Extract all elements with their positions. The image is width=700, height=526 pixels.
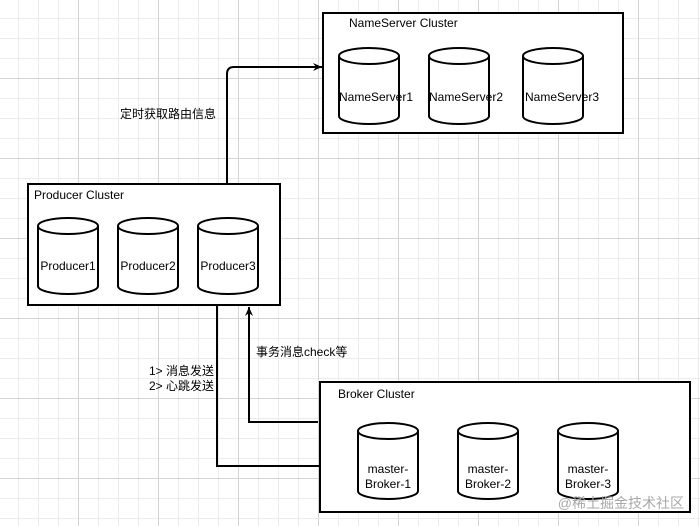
nameserver-label: NameServer2 bbox=[429, 90, 503, 104]
nameserver-node: NameServer1 bbox=[338, 47, 413, 125]
nameserver-cluster: NameServer Cluster NameServer1 NameServe… bbox=[322, 12, 624, 134]
watermark: @稀土掘金技术社区 bbox=[558, 495, 684, 511]
producer-node: Producer1 bbox=[37, 217, 99, 295]
producer-cluster-title: Producer Cluster bbox=[34, 188, 124, 202]
producer-label: Producer3 bbox=[200, 259, 256, 273]
nameserver-label: NameServer3 bbox=[525, 90, 599, 104]
transaction-check-label: 事务消息check等 bbox=[256, 344, 347, 359]
transaction-check-arrow bbox=[245, 307, 318, 423]
nameserver-cluster-title: NameServer Cluster bbox=[349, 16, 458, 30]
route-fetch-arrow bbox=[226, 63, 322, 184]
broker-node: master- Broker-2 bbox=[457, 422, 519, 500]
producer-node: Producer3 bbox=[197, 217, 259, 295]
broker-label-line2: Broker-1 bbox=[365, 477, 411, 491]
route-fetch-label: 定时获取路由信息 bbox=[120, 106, 216, 121]
send-heartbeat-arrow bbox=[216, 306, 328, 470]
nameserver-node: NameServer3 bbox=[522, 47, 599, 125]
broker-label-line1: master- bbox=[568, 462, 609, 476]
broker-cluster: Broker Cluster master- Broker-1 master- … bbox=[319, 381, 691, 513]
send-label-line1: 1> 消息发送 bbox=[149, 363, 214, 378]
broker-label-line2: Broker-2 bbox=[465, 477, 511, 491]
nameserver-node: NameServer2 bbox=[428, 47, 503, 125]
producer-label: Producer2 bbox=[120, 259, 176, 273]
nameserver-label: NameServer1 bbox=[339, 90, 413, 104]
send-label-line2: 2> 心跳发送 bbox=[149, 378, 214, 393]
producer-node: Producer2 bbox=[117, 217, 179, 295]
broker-node: master- Broker-1 bbox=[357, 422, 419, 500]
broker-node: master- Broker-3 bbox=[557, 422, 619, 500]
producer-cluster: Producer Cluster Producer1 Producer2 Pro… bbox=[27, 183, 281, 306]
broker-label-line1: master- bbox=[468, 462, 509, 476]
producer-label: Producer1 bbox=[40, 259, 96, 273]
broker-label-line2: Broker-3 bbox=[565, 477, 611, 491]
broker-cluster-title: Broker Cluster bbox=[338, 387, 415, 401]
broker-label-line1: master- bbox=[368, 462, 409, 476]
